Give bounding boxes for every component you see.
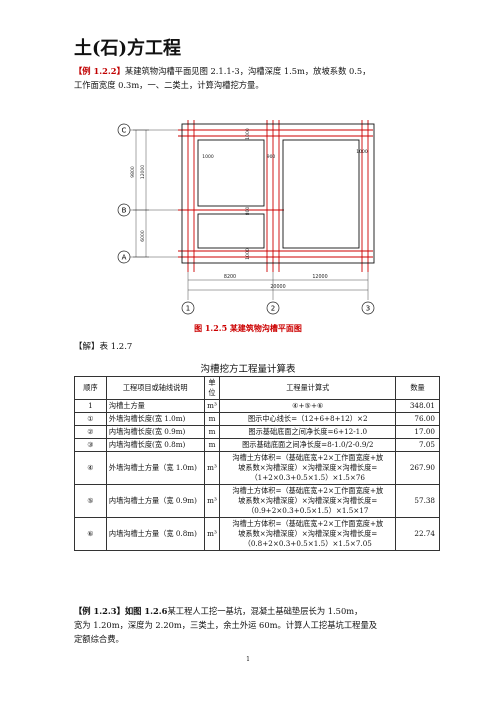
row-item: 沟槽土方量	[105, 399, 205, 413]
header-unit: 单位	[203, 376, 221, 400]
dim-1000-left: 1000	[202, 154, 214, 160]
table-row: ④ 外墙沟槽土方量（宽 1.0m) m³ 沟槽土方体积=（基础底宽+2×工作面宽…	[74, 451, 440, 485]
axis-c-label: C	[122, 127, 127, 135]
formula-line: （0.9+2×0.3+0.5×1.5）×1.5×17	[247, 506, 369, 515]
example-2-line1: 某工程人工挖一基坑，混凝土基础垫层长为 1.50m，	[167, 606, 363, 616]
row-no: ①	[74, 412, 107, 426]
row-unit: m³	[203, 484, 221, 518]
table-row: ① 外墙沟槽长度(宽 1.0m) m 图示中心线长=（12+6+8+12）×2 …	[74, 412, 440, 426]
row-no: ④	[74, 451, 107, 485]
dim-left-lower: 6000	[140, 230, 146, 242]
row-unit: m³	[203, 451, 221, 485]
formula-line: （0.8+2×0.3+0.5×1.5）×1.5×7.05	[243, 539, 372, 548]
row-qty: 17.00	[395, 425, 440, 439]
example-1-tag: 【例 1.2.2】	[74, 66, 125, 76]
row-formula: 图示基础底面之间净长度=6+12-1.0	[219, 425, 397, 439]
page-number: 1	[246, 656, 250, 663]
row-item: 外墙沟槽土方量（宽 1.0m)	[105, 451, 205, 485]
figure-caption: 图 1.2.5 某建筑物沟槽平面图	[194, 323, 302, 333]
row-unit: m³	[203, 399, 221, 413]
row-formula: 图示基础底面之间净长度=8-1.0/2-0.9/2	[219, 438, 397, 452]
example-2-line3: 定额综合费。	[74, 634, 124, 644]
row-formula: ④+⑤+⑥	[219, 399, 397, 413]
dim-800: 800	[245, 207, 251, 216]
page-title: 土(石)方工程	[74, 38, 182, 59]
axis-b-label: B	[122, 207, 127, 215]
header-qty: 数量	[395, 376, 440, 400]
table-row: ⑤ 内墙沟槽土方量（宽 0.9m) m³ 沟槽土方体积=（基础底宽+2×工作面宽…	[74, 484, 440, 518]
row-item: 内墙沟槽土方量（宽 0.9m)	[105, 484, 205, 518]
row-item: 外墙沟槽长度(宽 1.0m)	[105, 412, 205, 426]
left-dimensions: 9800 12000 6000	[130, 129, 149, 258]
trench-outlines	[181, 123, 375, 264]
calculation-table: 顺序 工程项目或轴线说明 单位 工程量计算式 数量 1 沟槽土方量 m³ ④+⑤…	[74, 376, 440, 551]
row-unit: m	[203, 425, 221, 439]
dim-1000-right: 1000	[356, 149, 368, 155]
axis-a-label: A	[122, 254, 127, 262]
axis-row-bubbles: C B A	[117, 123, 188, 264]
example-1-line1: 某建筑物沟槽平面见图 2.1.1-3，沟槽深度 1.5m，放坡系数 0.5，	[124, 66, 371, 76]
row-qty: 7.05	[395, 438, 440, 452]
row-unit: m	[203, 412, 221, 426]
red-axis-lines	[178, 120, 373, 272]
dim-1000-bottom: 1000	[245, 248, 251, 260]
row-no: ②	[74, 425, 107, 439]
table-row: 1 沟槽土方量 m³ ④+⑤+⑥ 348.01	[74, 399, 440, 413]
solution-label: 【解】表 1.2.7	[74, 342, 133, 352]
example-2-tag: 【例 1.2.3】如图 1.2.6	[74, 606, 168, 616]
header-order: 顺序	[74, 376, 107, 400]
table-row: ③ 内墙沟槽长度(宽 0.8m) m 图示基础底面之间净长度=8-1.0/2-0…	[74, 438, 440, 452]
axis-col-bubbles: 1 2 3	[181, 301, 375, 315]
table-header-row: 顺序 工程项目或轴线说明 单位 工程量计算式 数量	[74, 376, 440, 400]
formula-line: 沟槽土方体积=（基础底宽+2×工作面宽度+放	[232, 519, 384, 528]
formula-line: 沟槽土方体积=（基础底宽+2×工作面宽度+放	[232, 486, 384, 495]
row-qty: 267.90	[395, 451, 440, 485]
inner-dimensions: 1000 900 1000 1000 800 1000	[202, 128, 368, 260]
example-2-line2: 宽为 1.20m，深度为 2.20m，三类土，余土外运 60m。计算人工挖基坑工…	[74, 620, 378, 630]
dim-left-upper: 12000	[140, 165, 146, 179]
table-caption: 沟槽挖方工程量计算表	[200, 364, 296, 375]
row-qty: 22.74	[395, 517, 440, 551]
dim-bottom-total: 20000	[270, 284, 285, 290]
row-qty: 348.01	[395, 399, 440, 413]
dim-left-total: 9800	[130, 166, 136, 178]
dim-bottom-right: 12000	[312, 274, 327, 280]
row-formula: 沟槽土方体积=（基础底宽+2×工作面宽度+放 坡系数×沟槽深度）×沟槽深度×沟槽…	[219, 484, 397, 518]
dim-bottom-left: 8200	[224, 274, 236, 280]
table-row: ⑥ 内墙沟槽土方量（宽 0.8m) m³ 沟槽土方体积=（基础底宽+2×工作面宽…	[74, 517, 440, 551]
row-no: ⑥	[74, 517, 107, 551]
example-1-line2: 工作面宽度 0.3m，一、二类土，计算沟槽挖方量。	[74, 80, 264, 90]
formula-line: 坡系数×沟槽深度）×沟槽深度×沟槽长度=	[238, 463, 378, 472]
row-no: 1	[74, 399, 107, 413]
formula-line: 沟槽土方体积=（基础底宽+2×工作面宽度+放	[232, 453, 384, 462]
formula-line: 坡系数×沟槽深度）×沟槽深度×沟槽长度=	[238, 529, 378, 538]
row-item: 内墙沟槽长度(宽 0.9m)	[105, 425, 205, 439]
row-unit: m	[203, 438, 221, 452]
dim-900: 900	[267, 154, 276, 160]
example-1-text: 【例 1.2.2】某建筑物沟槽平面见图 2.1.1-3，沟槽深度 1.5m，放坡…	[74, 64, 434, 92]
row-no: ⑤	[74, 484, 107, 518]
formula-line: 坡系数×沟槽深度）×沟槽深度×沟槽长度=	[238, 496, 378, 505]
row-formula: 沟槽土方体积=（基础底宽+2×工作面宽度+放 坡系数×沟槽深度）×沟槽深度×沟槽…	[219, 451, 397, 485]
example-2-text: 【例 1.2.3】如图 1.2.6某工程人工挖一基坑，混凝土基础垫层长为 1.5…	[74, 604, 434, 646]
row-qty: 57.38	[395, 484, 440, 518]
header-item: 工程项目或轴线说明	[105, 376, 205, 400]
row-item: 内墙沟槽长度(宽 0.8m)	[105, 438, 205, 452]
row-qty: 76.00	[395, 412, 440, 426]
row-formula: 图示中心线长=（12+6+8+12）×2	[219, 412, 397, 426]
table-row: ② 内墙沟槽长度(宽 0.9m) m 图示基础底面之间净长度=6+12-1.0 …	[74, 425, 440, 439]
row-item: 内墙沟槽土方量（宽 0.8m)	[105, 517, 205, 551]
axis-2-label: 2	[271, 305, 275, 313]
trench-plan-drawing: C B A 9800 12000 6000	[117, 120, 375, 315]
dim-1000-top: 1000	[245, 128, 251, 140]
axis-3-label: 3	[366, 305, 370, 313]
row-no: ③	[74, 438, 107, 452]
bottom-dimensions: 8200 12000 20000	[187, 272, 369, 300]
formula-line: （1+2×0.3+0.5×1.5）×1.5×76	[250, 473, 366, 482]
header-formula: 工程量计算式	[219, 376, 397, 400]
axis-1-label: 1	[186, 305, 190, 313]
row-unit: m³	[203, 517, 221, 551]
row-formula: 沟槽土方体积=（基础底宽+2×工作面宽度+放 坡系数×沟槽深度）×沟槽深度×沟槽…	[219, 517, 397, 551]
